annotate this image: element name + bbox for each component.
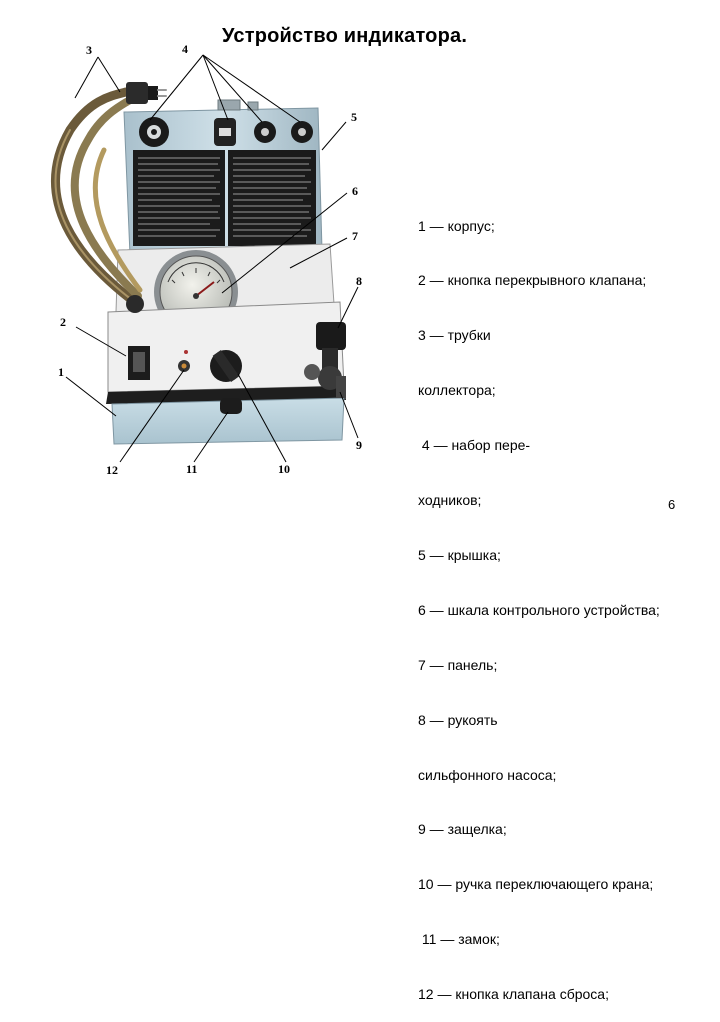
legend-item: ходников; — [418, 492, 482, 509]
legend-item: 5 — крышка; — [418, 546, 501, 563]
callout-11: 11 — [186, 462, 197, 476]
legend-item: 2 — кнопка перекрывного клапана; — [418, 272, 647, 289]
legend-item: коллектора; — [418, 382, 496, 399]
callout-3: 3 — [86, 43, 92, 57]
device-lid — [123, 99, 323, 256]
device-body — [106, 301, 346, 445]
legend-item: 4 — набор пере- — [418, 437, 531, 454]
leader-lines — [65, 54, 359, 463]
legend-item: 12 — кнопка клапана сброса; — [418, 986, 609, 1003]
legend-item: 11 — замок; — [418, 931, 500, 948]
indicator-device-figure: 3 4 5 6 7 8 2 1 9 12 11 10 — [51, 42, 362, 477]
callout-5: 5 — [351, 110, 357, 124]
callout-10: 10 — [278, 462, 290, 476]
callout-9: 9 — [356, 438, 362, 452]
legend-item: 9 — защелка; — [418, 821, 507, 838]
legend-item: сильфонного насоса; — [418, 766, 557, 783]
legend-list: 1 — корпус; 2 — кнопка перекрывного клап… — [418, 180, 708, 1022]
callout-7: 7 — [352, 229, 358, 243]
legend-item: 1 — корпус; — [418, 217, 495, 234]
callout-8: 8 — [356, 274, 362, 288]
legend-item: 7 — панель; — [418, 656, 498, 673]
callout-2: 2 — [60, 315, 66, 329]
legend-item: 6 — шкала контрольного устройства; — [418, 601, 660, 618]
legend-item: 8 — рукоять — [418, 711, 498, 728]
legend-item: 3 — трубки — [418, 327, 491, 344]
callout-6: 6 — [352, 184, 358, 198]
callout-4: 4 — [182, 42, 188, 56]
legend-item: 10 — ручка переключающего крана; — [418, 876, 654, 893]
slide-title: Устройство индикатора. — [222, 25, 468, 47]
callout-12: 12 — [106, 463, 118, 477]
callout-1: 1 — [58, 365, 64, 379]
collector-tubes — [51, 82, 167, 313]
page-number: 6 — [668, 497, 676, 512]
